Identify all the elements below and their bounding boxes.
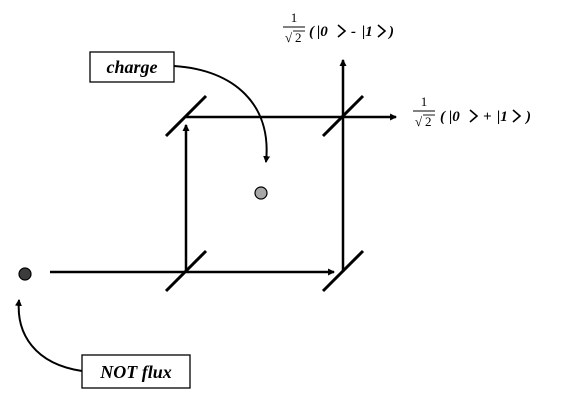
right-op: +: [483, 109, 492, 125]
splitter-bottom-left: [164, 249, 208, 293]
top-frac-numerator: 1: [291, 10, 298, 25]
top-output-state: 1 √ 2 ( |0 - |1 ): [283, 10, 394, 45]
right-ket-zero-bracket: [469, 109, 479, 123]
mirror-top-left: [164, 94, 208, 138]
right-open-paren: (: [440, 109, 446, 125]
top-ket-one-bracket: [377, 24, 387, 38]
top-ket-one: |1: [362, 24, 373, 40]
not-flux-label-box: [81, 354, 191, 389]
right-ket-one-bracket: [512, 109, 522, 123]
right-frac-root: √: [415, 114, 423, 129]
top-frac-root: √: [285, 30, 293, 45]
right-output-state: 1 √ 2 ( |0 + |1 ): [413, 94, 531, 129]
splitter-top-right: [321, 94, 365, 138]
right-close-paren: ): [524, 109, 531, 125]
charge-label-box: [89, 51, 175, 83]
charge-label: charge: [107, 57, 158, 77]
top-ket-zero: |0: [317, 24, 328, 40]
charge-dot: [254, 186, 268, 200]
top-ket-zero-bracket: [337, 24, 347, 38]
right-ket-one: |1: [497, 109, 508, 125]
flux-dot: [18, 267, 32, 281]
not-flux-label: NOT flux: [99, 362, 172, 382]
right-frac-numerator: 1: [421, 94, 428, 109]
top-open-paren: (: [309, 24, 315, 40]
top-close-paren: ): [387, 24, 394, 40]
charge-arrow: [173, 65, 271, 164]
right-frac-radicand: 2: [425, 114, 432, 129]
right-ket-zero: |0: [449, 109, 460, 125]
mirror-bottom-right: [321, 249, 365, 293]
top-op: -: [351, 24, 356, 40]
not-flux-arrow: [14, 298, 83, 372]
top-frac-radicand: 2: [295, 30, 302, 45]
